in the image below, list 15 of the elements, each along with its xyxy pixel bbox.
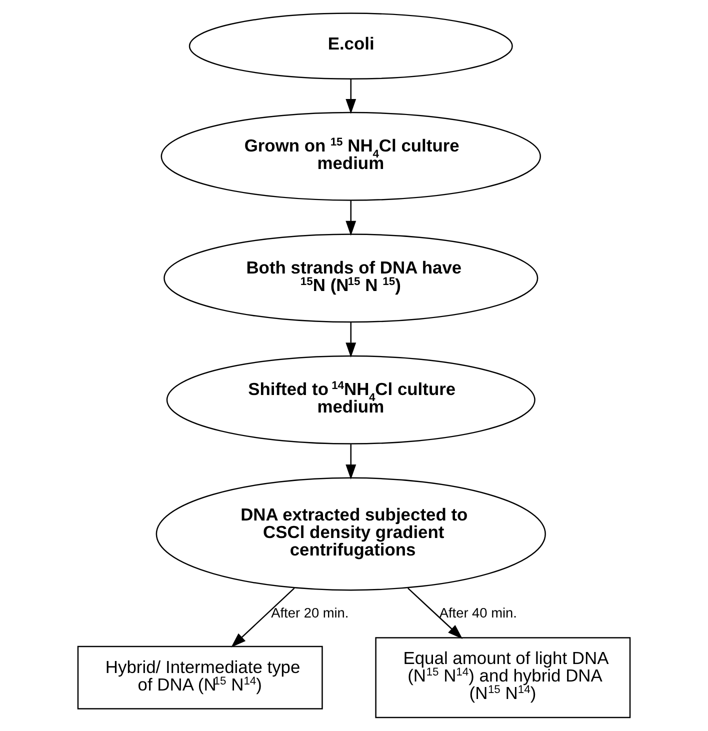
node-ellipse: DNA extracted subjected to CSCl density gradient centrifugations <box>156 477 546 591</box>
arrow <box>346 79 356 114</box>
node-ellipse: Grown on $^{15}$ NH$_{4}$Cl culture medium <box>160 112 541 201</box>
arrow <box>346 200 356 236</box>
edge-label: After 20 min. <box>271 606 349 621</box>
arrow <box>346 322 356 358</box>
node-box: Hybrid/ Intermediate type of DNA (N$^{15}$ N$^{14}$) <box>77 646 323 710</box>
node-ellipse: Both strands of DNA have $^{15}$N (N$^{15}$ N $^{15}$) <box>164 234 538 323</box>
arrow <box>231 588 295 648</box>
node-ellipse: E.coli <box>188 12 513 80</box>
edge-label: After 40 min. <box>439 606 517 621</box>
node-box: Equal amount of light DNA (N$^{15}$ N$^{14}$) and hybrid DNA (N$^{15}$ N$^{14}$) <box>375 637 631 718</box>
arrow <box>346 444 356 480</box>
node-ellipse: Shifted to $^{14}$NH$_{4}$Cl culture medium <box>166 355 536 444</box>
arrow <box>408 588 463 639</box>
